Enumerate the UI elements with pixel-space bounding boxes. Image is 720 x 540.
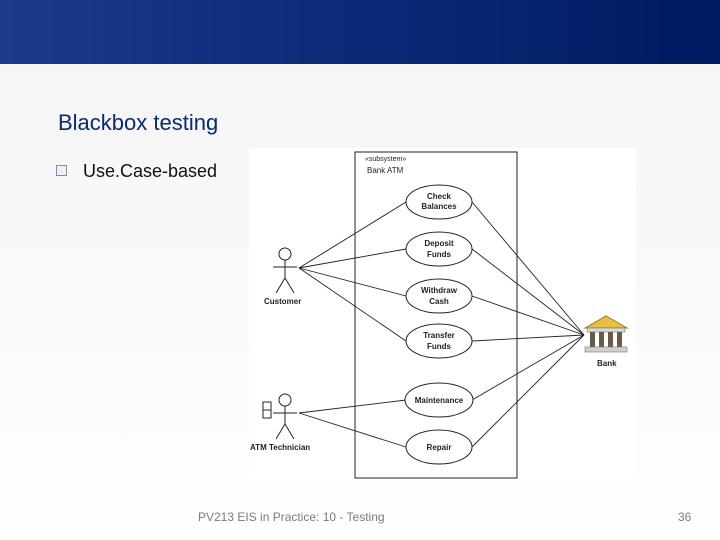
header-bar xyxy=(0,0,720,64)
bank-actor-label: Bank xyxy=(597,359,617,368)
svg-text:Balances: Balances xyxy=(421,202,457,211)
customer-actor-icon xyxy=(273,247,297,294)
svg-text:Repair: Repair xyxy=(427,443,452,452)
customer-associations xyxy=(298,201,407,342)
technician-actor-label: ATM Technician xyxy=(250,443,310,452)
use-case-transfer-funds: Transfer Funds xyxy=(405,323,473,359)
subsystem-name: Bank ATM xyxy=(367,166,404,175)
svg-text:Check: Check xyxy=(427,192,452,201)
use-case-maintenance: Maintenance xyxy=(404,382,474,418)
use-case-withdraw-cash: Withdraw Cash xyxy=(405,278,473,314)
bullet-icon xyxy=(56,165,67,176)
svg-text:Withdraw: Withdraw xyxy=(421,286,458,295)
bank-icon xyxy=(583,315,629,353)
customer-actor-label: Customer xyxy=(264,297,301,306)
svg-text:Funds: Funds xyxy=(427,250,452,259)
use-case-diagram: «subsystem» Bank ATM Check Balances xyxy=(249,148,636,483)
use-case-deposit-funds: Deposit Funds xyxy=(405,231,473,267)
subsystem-boundary xyxy=(354,151,518,479)
technician-actor-icon xyxy=(262,393,297,440)
bullet-text: Use.Case-based xyxy=(83,161,218,181)
svg-text:Cash: Cash xyxy=(429,297,449,306)
slide-title: Blackbox testing xyxy=(58,110,219,135)
svg-text:Transfer: Transfer xyxy=(423,331,455,340)
svg-text:Deposit: Deposit xyxy=(424,239,454,248)
svg-text:Funds: Funds xyxy=(427,342,452,351)
use-case-repair: Repair xyxy=(405,429,473,465)
page-number: 36 xyxy=(678,510,692,524)
footer-text: PV213 EIS in Practice: 10 - Testing xyxy=(198,510,385,524)
technician-associations xyxy=(298,399,407,448)
use-case-check-balances: Check Balances xyxy=(405,184,473,220)
use-case-diagram-svg: «subsystem» Bank ATM Check Balances xyxy=(250,151,629,479)
bank-associations xyxy=(471,201,585,448)
subsystem-stereotype: «subsystem» xyxy=(365,156,406,163)
svg-text:Maintenance: Maintenance xyxy=(415,396,464,405)
